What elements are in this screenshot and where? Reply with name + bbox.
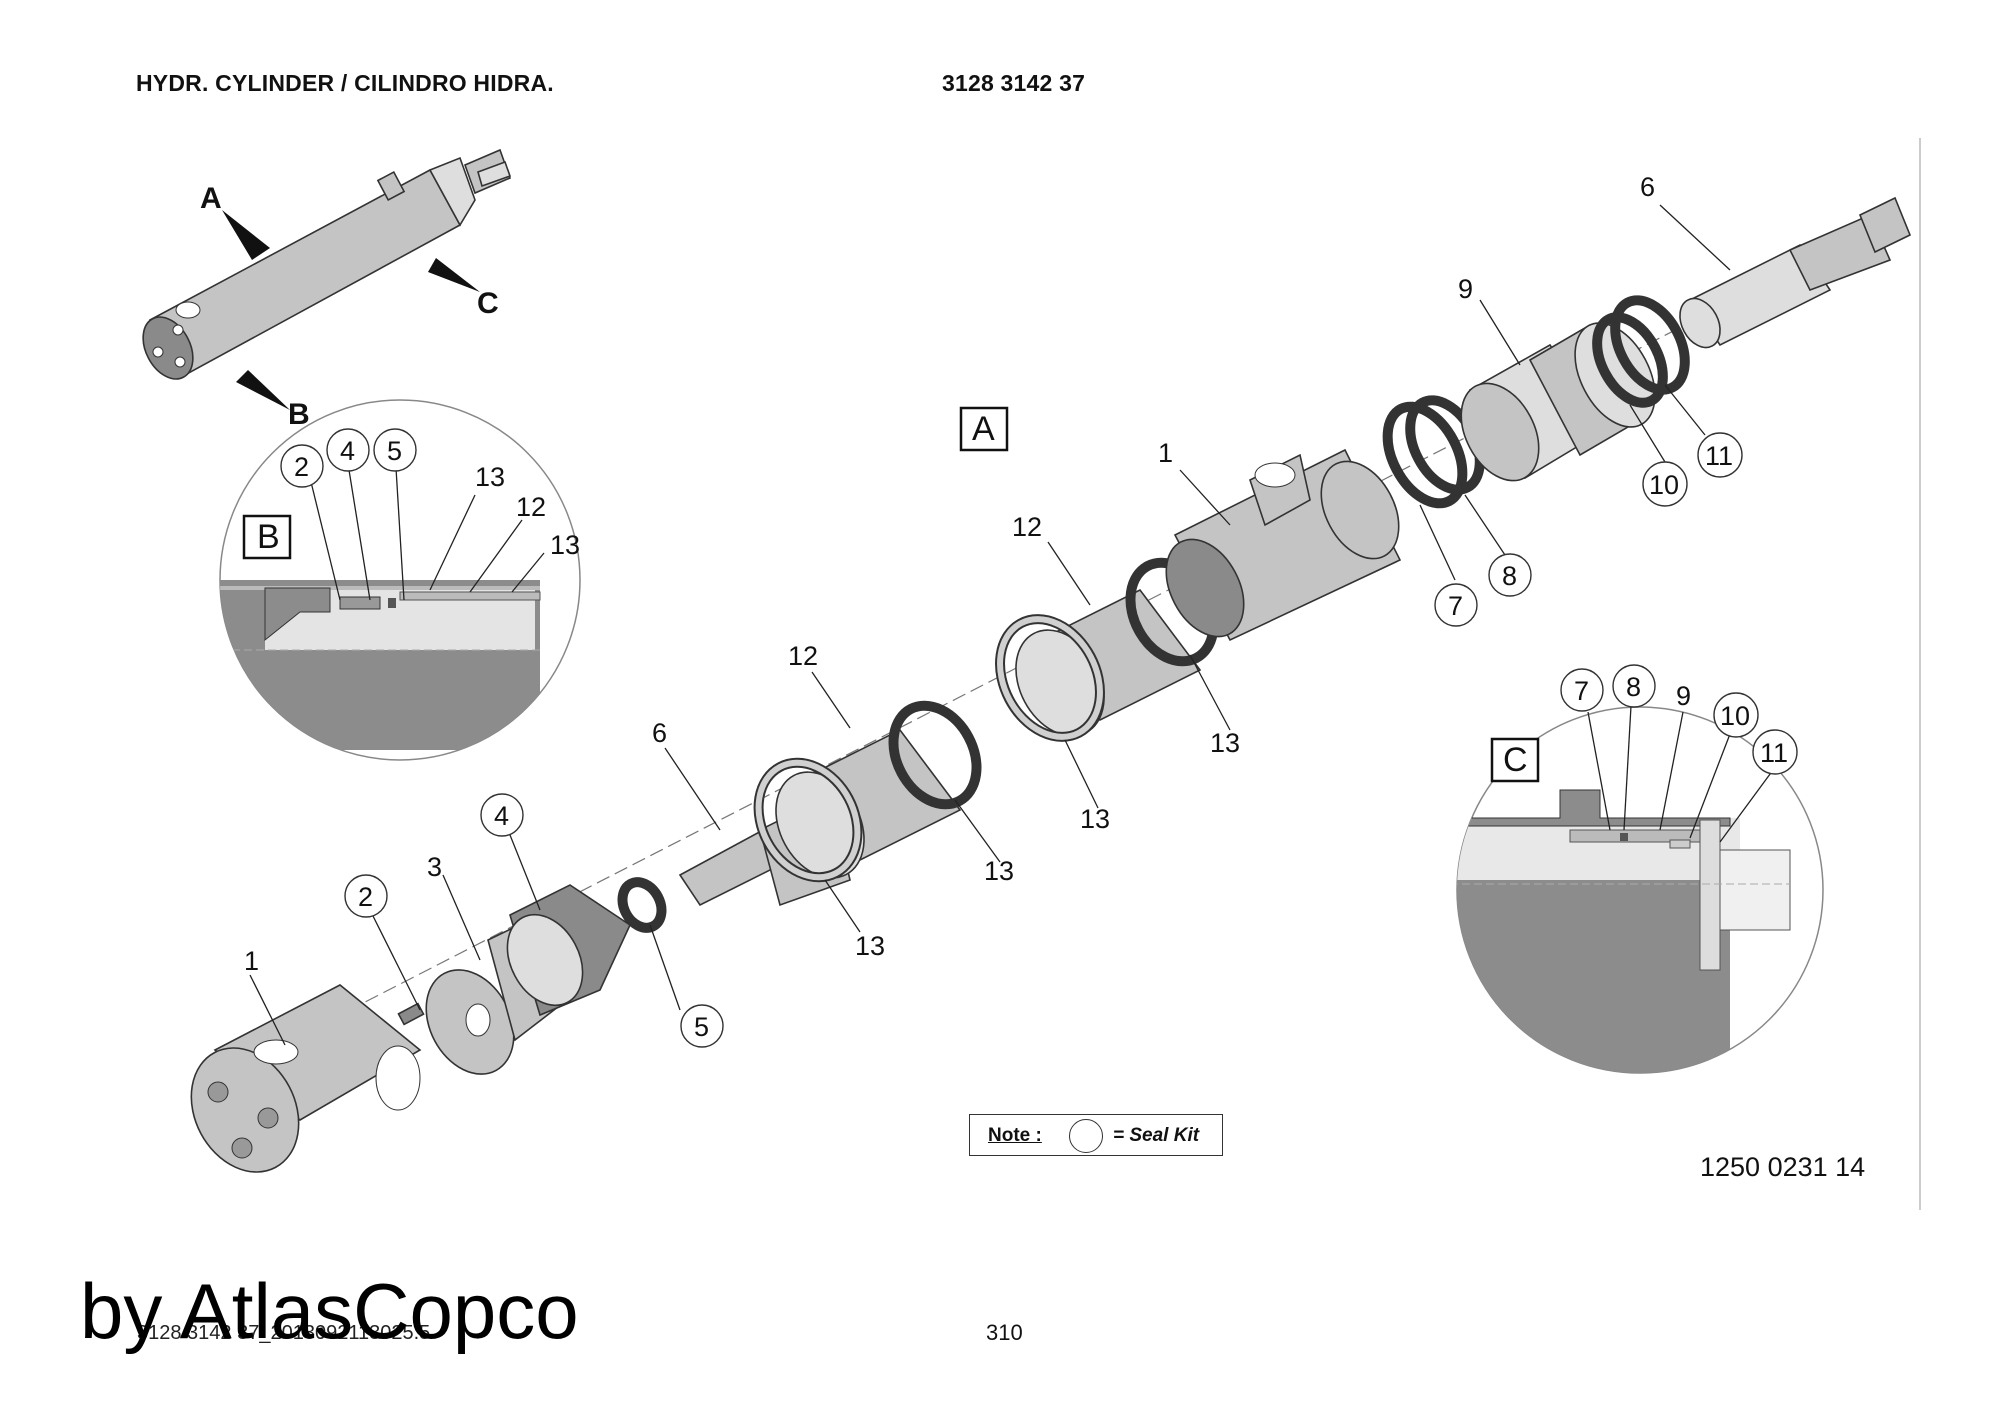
part-7-ring xyxy=(1382,401,1468,509)
part-4-sleeve xyxy=(506,884,632,1017)
label-part-13-c: 13 xyxy=(1080,804,1110,834)
footer-reference: 3128 3142 37_2013092113025.5 xyxy=(137,1322,431,1344)
label-part-3: 3 xyxy=(427,852,442,882)
part-10-ring xyxy=(1592,312,1668,408)
label-part-12-lower: 12 xyxy=(788,641,818,671)
detail-c-label-10: 10 xyxy=(1720,701,1750,731)
part-12-sleeve-upper xyxy=(995,557,1219,742)
detail-b-label-12: 12 xyxy=(516,492,546,522)
detail-c-box-label: C xyxy=(1503,741,1528,779)
label-part-8: 8 xyxy=(1502,561,1517,591)
part-5-ring xyxy=(617,877,667,933)
label-part-1-bottom: 1 xyxy=(244,946,259,976)
note-label: Note : xyxy=(988,1125,1042,1146)
detail-b-label-5: 5 xyxy=(387,436,402,466)
part-1-head xyxy=(1165,448,1402,642)
note-text: = Seal Kit xyxy=(1113,1125,1200,1146)
part-9-gland xyxy=(1460,322,1656,482)
label-part-13-a: 13 xyxy=(855,931,885,961)
label-part-4: 4 xyxy=(494,801,509,831)
detail-c-label-7: 7 xyxy=(1574,676,1589,706)
callout-a: A xyxy=(200,182,222,215)
label-part-6-lower: 6 xyxy=(652,718,667,748)
drawing-number: 1250 0231 14 xyxy=(1700,1152,1866,1182)
label-part-6-upper: 6 xyxy=(1640,172,1655,202)
part-2-pin xyxy=(397,1002,425,1026)
label-part-12-upper: 12 xyxy=(1012,512,1042,542)
label-part-9: 9 xyxy=(1458,274,1473,304)
detail-b-label-13b: 13 xyxy=(550,530,580,560)
page-number: 310 xyxy=(986,1320,1023,1345)
part-11-ring xyxy=(1610,295,1690,395)
exploded-view-a: A xyxy=(190,172,1912,1173)
part-1-end-cap xyxy=(190,984,422,1173)
label-part-10: 10 xyxy=(1649,470,1679,500)
detail-b-label-4: 4 xyxy=(340,436,355,466)
detail-b-label-13a: 13 xyxy=(475,462,505,492)
callout-c: C xyxy=(477,287,499,320)
callout-b: B xyxy=(288,398,310,431)
label-part-5: 5 xyxy=(694,1012,709,1042)
seal-kit-circle-icon xyxy=(1069,1119,1103,1153)
detail-view-c: C 7 8 9 10 11 xyxy=(1456,664,1824,1074)
label-part-13-d: 13 xyxy=(1210,728,1240,758)
exploded-box-label: A xyxy=(972,410,995,448)
label-part-2: 2 xyxy=(358,882,373,912)
page-title: HYDR. CYLINDER / CILINDRO HIDRA. xyxy=(136,70,554,96)
detail-b-box-label: B xyxy=(257,518,280,556)
part-code: 3128 3142 37 xyxy=(942,70,1086,96)
detail-view-b: B 2 4 5 13 12 13 xyxy=(219,399,581,761)
label-part-11: 11 xyxy=(1705,441,1733,471)
part-12-sleeve-lower xyxy=(753,700,982,883)
label-part-13-b: 13 xyxy=(984,856,1014,886)
watermark: by AtlasCopco xyxy=(80,1267,579,1355)
cylinder-overview: A B C xyxy=(142,148,512,431)
detail-c-label-11: 11 xyxy=(1760,738,1788,768)
label-part-1-head: 1 xyxy=(1158,438,1173,468)
detail-b-label-2: 2 xyxy=(294,452,309,482)
part-6-rod-upper xyxy=(1679,196,1912,349)
detail-c-label-8: 8 xyxy=(1626,672,1641,702)
label-part-7: 7 xyxy=(1448,591,1463,621)
detail-c-label-9: 9 xyxy=(1676,681,1691,711)
seal-kit-note: Note : = Seal Kit xyxy=(969,1114,1223,1156)
